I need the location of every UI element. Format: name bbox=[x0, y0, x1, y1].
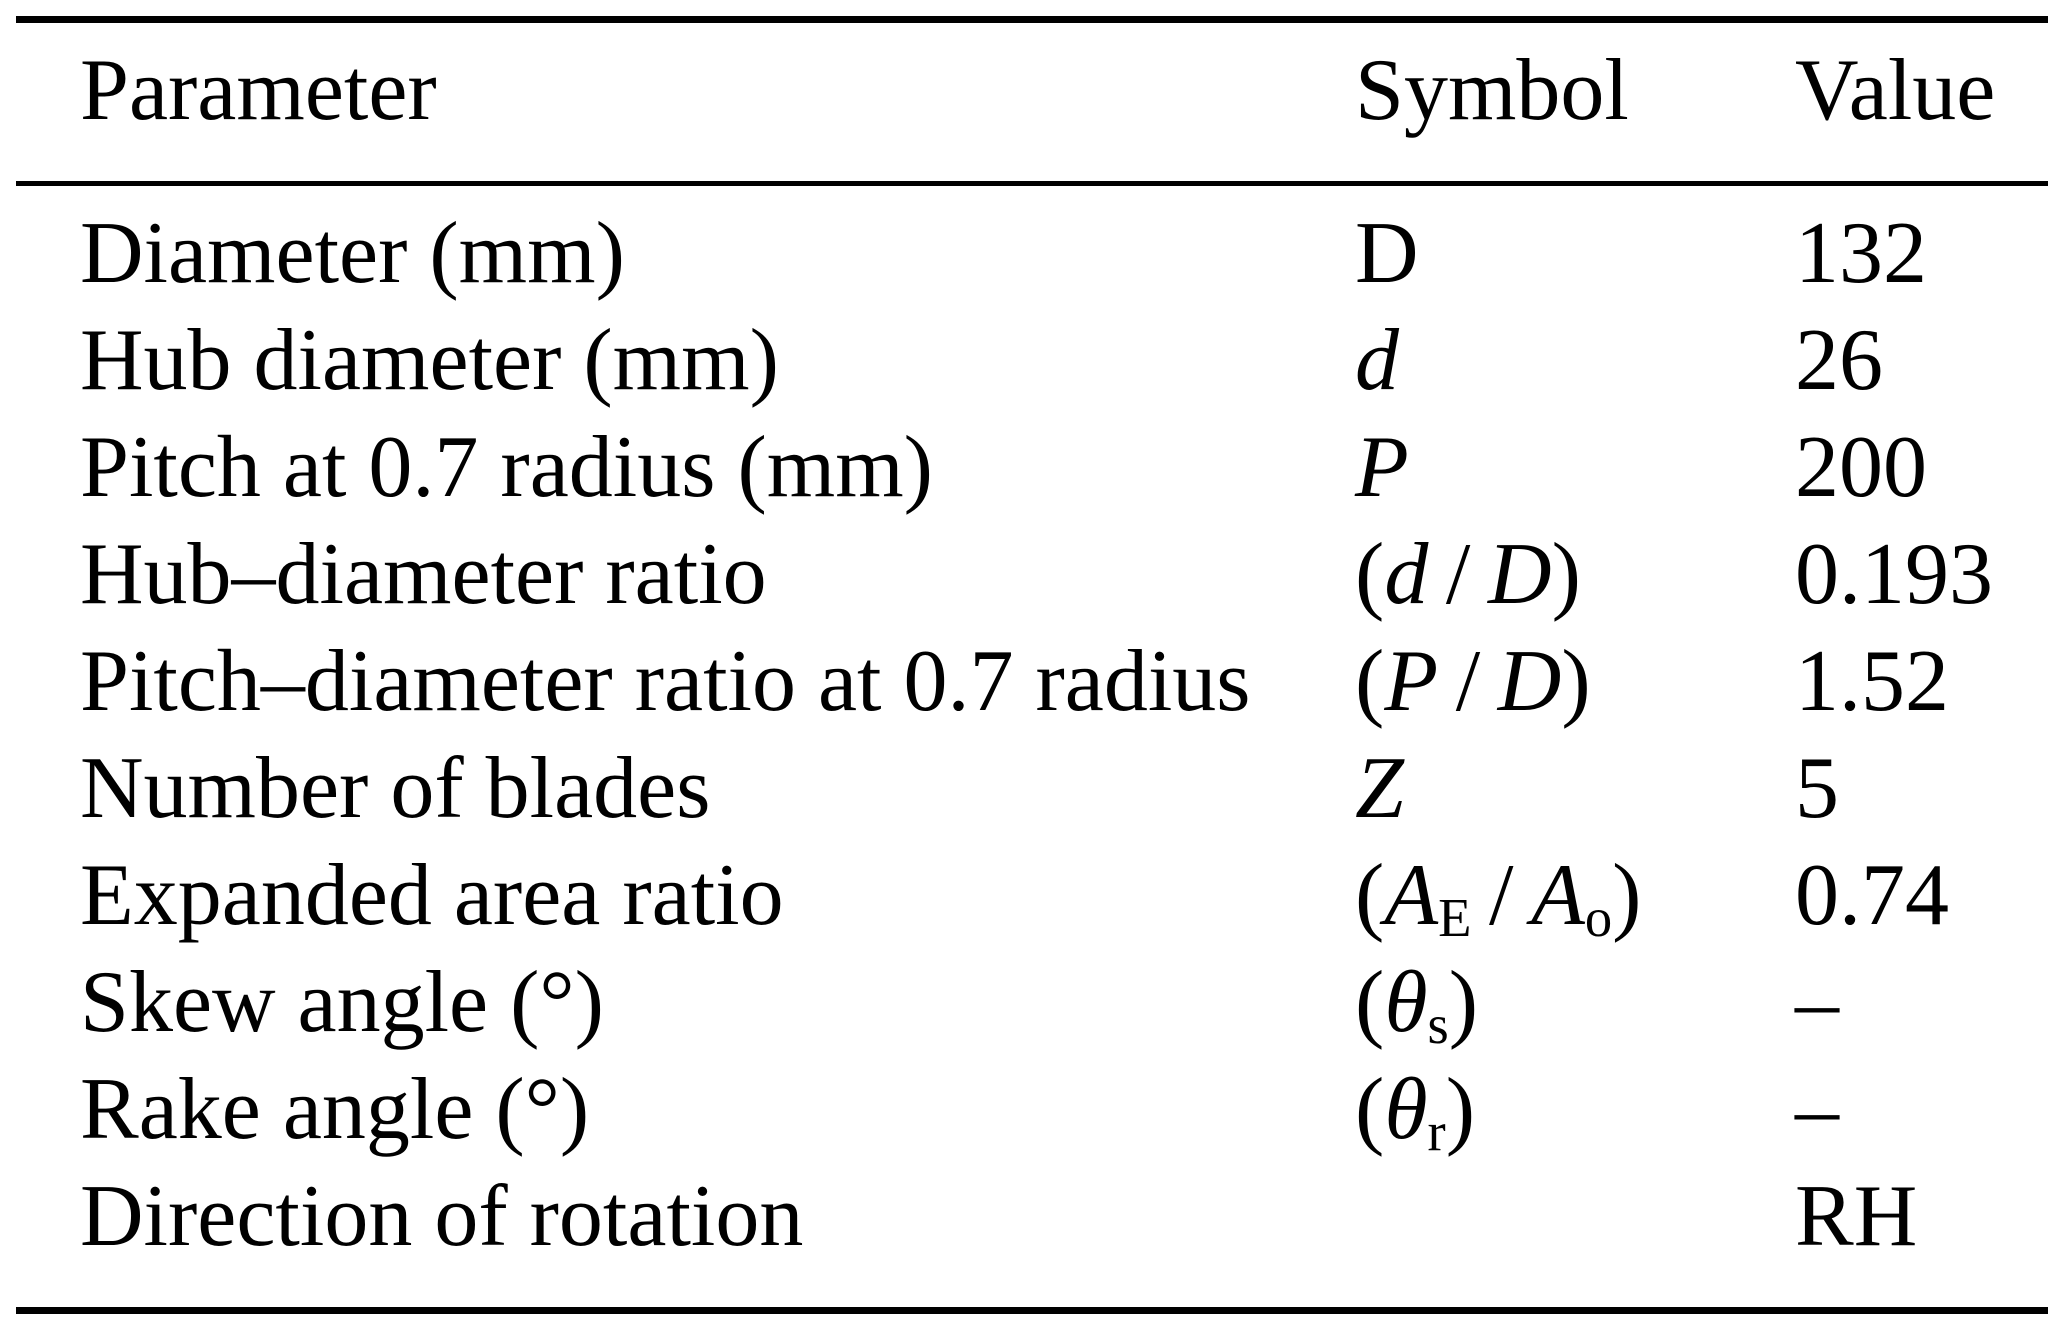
column-header-value: Value bbox=[1795, 42, 1996, 139]
param-cell: Skew angle (°) bbox=[80, 954, 604, 1051]
table-row: Number of blades Z 5 bbox=[0, 745, 2067, 833]
top-rule bbox=[16, 16, 2048, 23]
value-cell: – bbox=[1795, 954, 1839, 1051]
param-cell: Number of blades bbox=[80, 740, 711, 837]
symbol-cell bbox=[1355, 1173, 1795, 1261]
table-row: Hub diameter (mm) d 26 bbox=[0, 317, 2067, 405]
symbol-cell: D bbox=[1355, 205, 1419, 302]
value-cell: 132 bbox=[1795, 205, 1927, 302]
symbol-cell: (P / D) bbox=[1355, 633, 1591, 730]
param-cell: Pitch–diameter ratio at 0.7 radius bbox=[80, 633, 1251, 730]
table-row: Direction of rotation RH bbox=[0, 1173, 2067, 1261]
param-cell: Diameter (mm) bbox=[80, 205, 625, 302]
value-cell: 26 bbox=[1795, 312, 1883, 409]
table-row: Diameter (mm) D 132 bbox=[0, 210, 2067, 298]
value-cell: 1.52 bbox=[1795, 633, 1949, 730]
bottom-rule bbox=[16, 1307, 2048, 1314]
table-row: Pitch at 0.7 radius (mm) P 200 bbox=[0, 424, 2067, 512]
param-cell: Rake angle (°) bbox=[80, 1061, 590, 1158]
symbol-cell: P bbox=[1355, 419, 1409, 516]
param-cell: Expanded area ratio bbox=[80, 847, 784, 944]
param-cell: Pitch at 0.7 radius (mm) bbox=[80, 419, 933, 516]
table-row: Rake angle (°) (θr) – bbox=[0, 1061, 2067, 1162]
table-row: Expanded area ratio (AE / Ao) 0.74 bbox=[0, 847, 2067, 948]
symbol-cell: (θs) bbox=[1355, 954, 1479, 1055]
value-cell: – bbox=[1795, 1061, 1839, 1158]
symbol-cell: Z bbox=[1355, 740, 1404, 837]
value-cell: RH bbox=[1795, 1168, 1918, 1265]
symbol-cell: d bbox=[1355, 312, 1399, 409]
param-cell: Direction of rotation bbox=[80, 1168, 804, 1265]
symbol-cell: (AE / Ao) bbox=[1355, 847, 1642, 948]
header-row: Parameter Symbol Value bbox=[0, 47, 2067, 135]
value-cell: 0.193 bbox=[1795, 526, 1993, 623]
value-cell: 5 bbox=[1795, 740, 1839, 837]
table-row: Hub–diameter ratio (d / D) 0.193 bbox=[0, 531, 2067, 619]
symbol-cell: (d / D) bbox=[1355, 526, 1581, 623]
column-header-parameter: Parameter bbox=[80, 42, 437, 139]
table-row: Skew angle (°) (θs) – bbox=[0, 954, 2067, 1055]
header-divider-rule bbox=[16, 181, 2048, 186]
value-cell: 0.74 bbox=[1795, 847, 1949, 944]
param-cell: Hub diameter (mm) bbox=[80, 312, 779, 409]
value-cell: 200 bbox=[1795, 419, 1927, 516]
table-row: Pitch–diameter ratio at 0.7 radius (P / … bbox=[0, 638, 2067, 726]
param-cell: Hub–diameter ratio bbox=[80, 526, 767, 623]
column-header-symbol: Symbol bbox=[1355, 42, 1629, 139]
symbol-cell: (θr) bbox=[1355, 1061, 1476, 1162]
